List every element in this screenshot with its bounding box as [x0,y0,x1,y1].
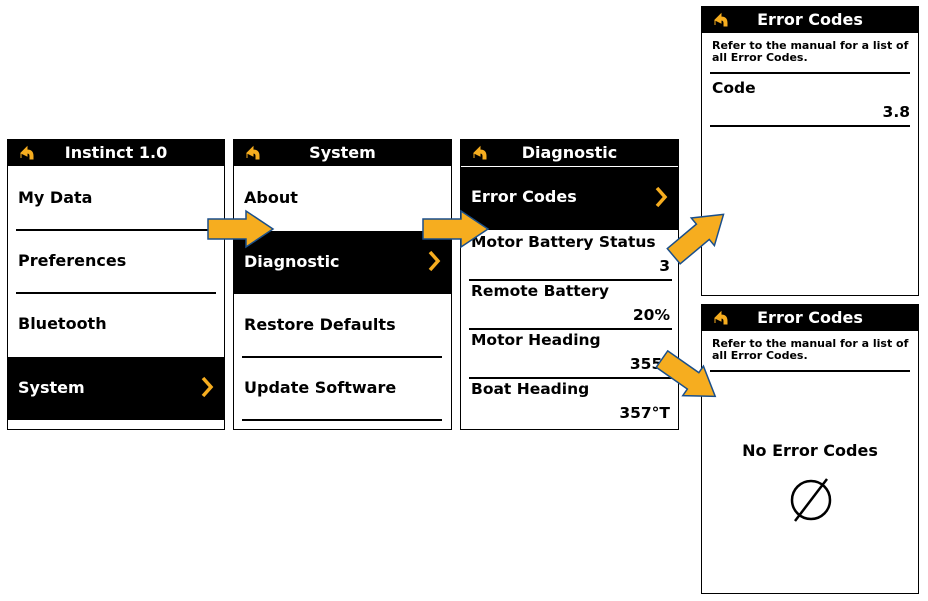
back-arrow-icon[interactable] [710,309,730,327]
divider [469,328,672,330]
screen-error-codes-empty: Error Codes Refer to the manual for a li… [701,304,919,594]
title-bar: Error Codes [702,7,918,33]
menu-item-label: Update Software [244,378,397,397]
back-arrow-icon[interactable] [16,144,36,162]
empty-message: No Error Codes [742,441,878,460]
menu-item-diagnostic[interactable]: Diagnostic [234,231,451,294]
manual-note: Refer to the manual for a list of all Er… [712,39,909,64]
screen-title: Error Codes [757,10,863,29]
title-bar: System [234,140,451,166]
diagnostic-label: Motor Battery Status [471,233,656,251]
screen-title: Diagnostic [521,143,618,162]
screen-title: Error Codes [757,308,863,327]
back-arrow-icon[interactable] [710,11,730,29]
divider [469,377,672,379]
screen-title: System [309,143,376,162]
flow-arrow-icon [655,349,717,398]
menu-item-restore-defaults[interactable]: Restore Defaults [234,294,451,357]
divider [242,356,442,358]
title-bar: Diagnostic [461,140,678,166]
screen-main-menu: Instinct 1.0 My Data Preferences Bluetoo… [7,139,225,430]
diagnostic-value: 357°T [619,404,670,422]
menu-item-bluetooth[interactable]: Bluetooth [8,293,224,356]
divider [16,292,216,294]
back-arrow-icon[interactable] [469,144,489,162]
diagnostic-label: Boat Heading [471,380,590,398]
title-bar: Instinct 1.0 [8,140,224,166]
divider [16,229,216,231]
menu-item-preferences[interactable]: Preferences [8,230,224,293]
code-value: 3.8 [882,103,910,121]
flow-arrow-icon [207,209,275,249]
menu-item-label: Restore Defaults [244,315,396,334]
divider [710,72,910,74]
back-arrow-icon[interactable] [242,144,262,162]
chevron-right-icon [201,376,214,398]
menu-item-label: Preferences [18,251,127,270]
diagnostic-label: Remote Battery [471,282,609,300]
menu-item-label: Bluetooth [18,314,107,333]
manual-note: Refer to the manual for a list of all Er… [712,337,909,362]
menu-item-about[interactable]: About [234,167,451,230]
divider [710,370,910,372]
chevron-right-icon [655,186,668,208]
menu-item-label: Error Codes [471,187,577,206]
divider [469,279,672,281]
divider [710,125,910,127]
divider [242,419,442,421]
menu-item-label: Diagnostic [244,252,340,271]
screen-diagnostic: Diagnostic Error Codes Motor Battery Sta… [460,139,679,430]
screen-system: System About Diagnostic Restore Defaults… [233,139,452,430]
menu-item-label: My Data [18,188,93,207]
menu-item-label: About [244,188,298,207]
menu-item-system[interactable]: System [8,357,224,420]
title-bar: Error Codes [702,305,918,331]
chevron-right-icon [428,250,441,272]
flow-arrow-icon [422,209,490,249]
diagnostic-value: 20% [632,306,670,324]
menu-item-update-software[interactable]: Update Software [234,357,451,420]
menu-item-error-codes[interactable]: Error Codes [461,167,678,230]
flow-arrow-icon [666,213,725,265]
screen-title: Instinct 1.0 [64,143,168,162]
diagnostic-label: Motor Heading [471,331,601,349]
screen-error-codes: Error Codes Refer to the manual for a li… [701,6,919,296]
empty-set-icon [790,478,832,522]
code-label: Code [712,79,756,97]
menu-item-my-data[interactable]: My Data [8,167,224,230]
menu-item-label: System [18,378,85,397]
diagnostic-value: 3 [659,257,670,275]
